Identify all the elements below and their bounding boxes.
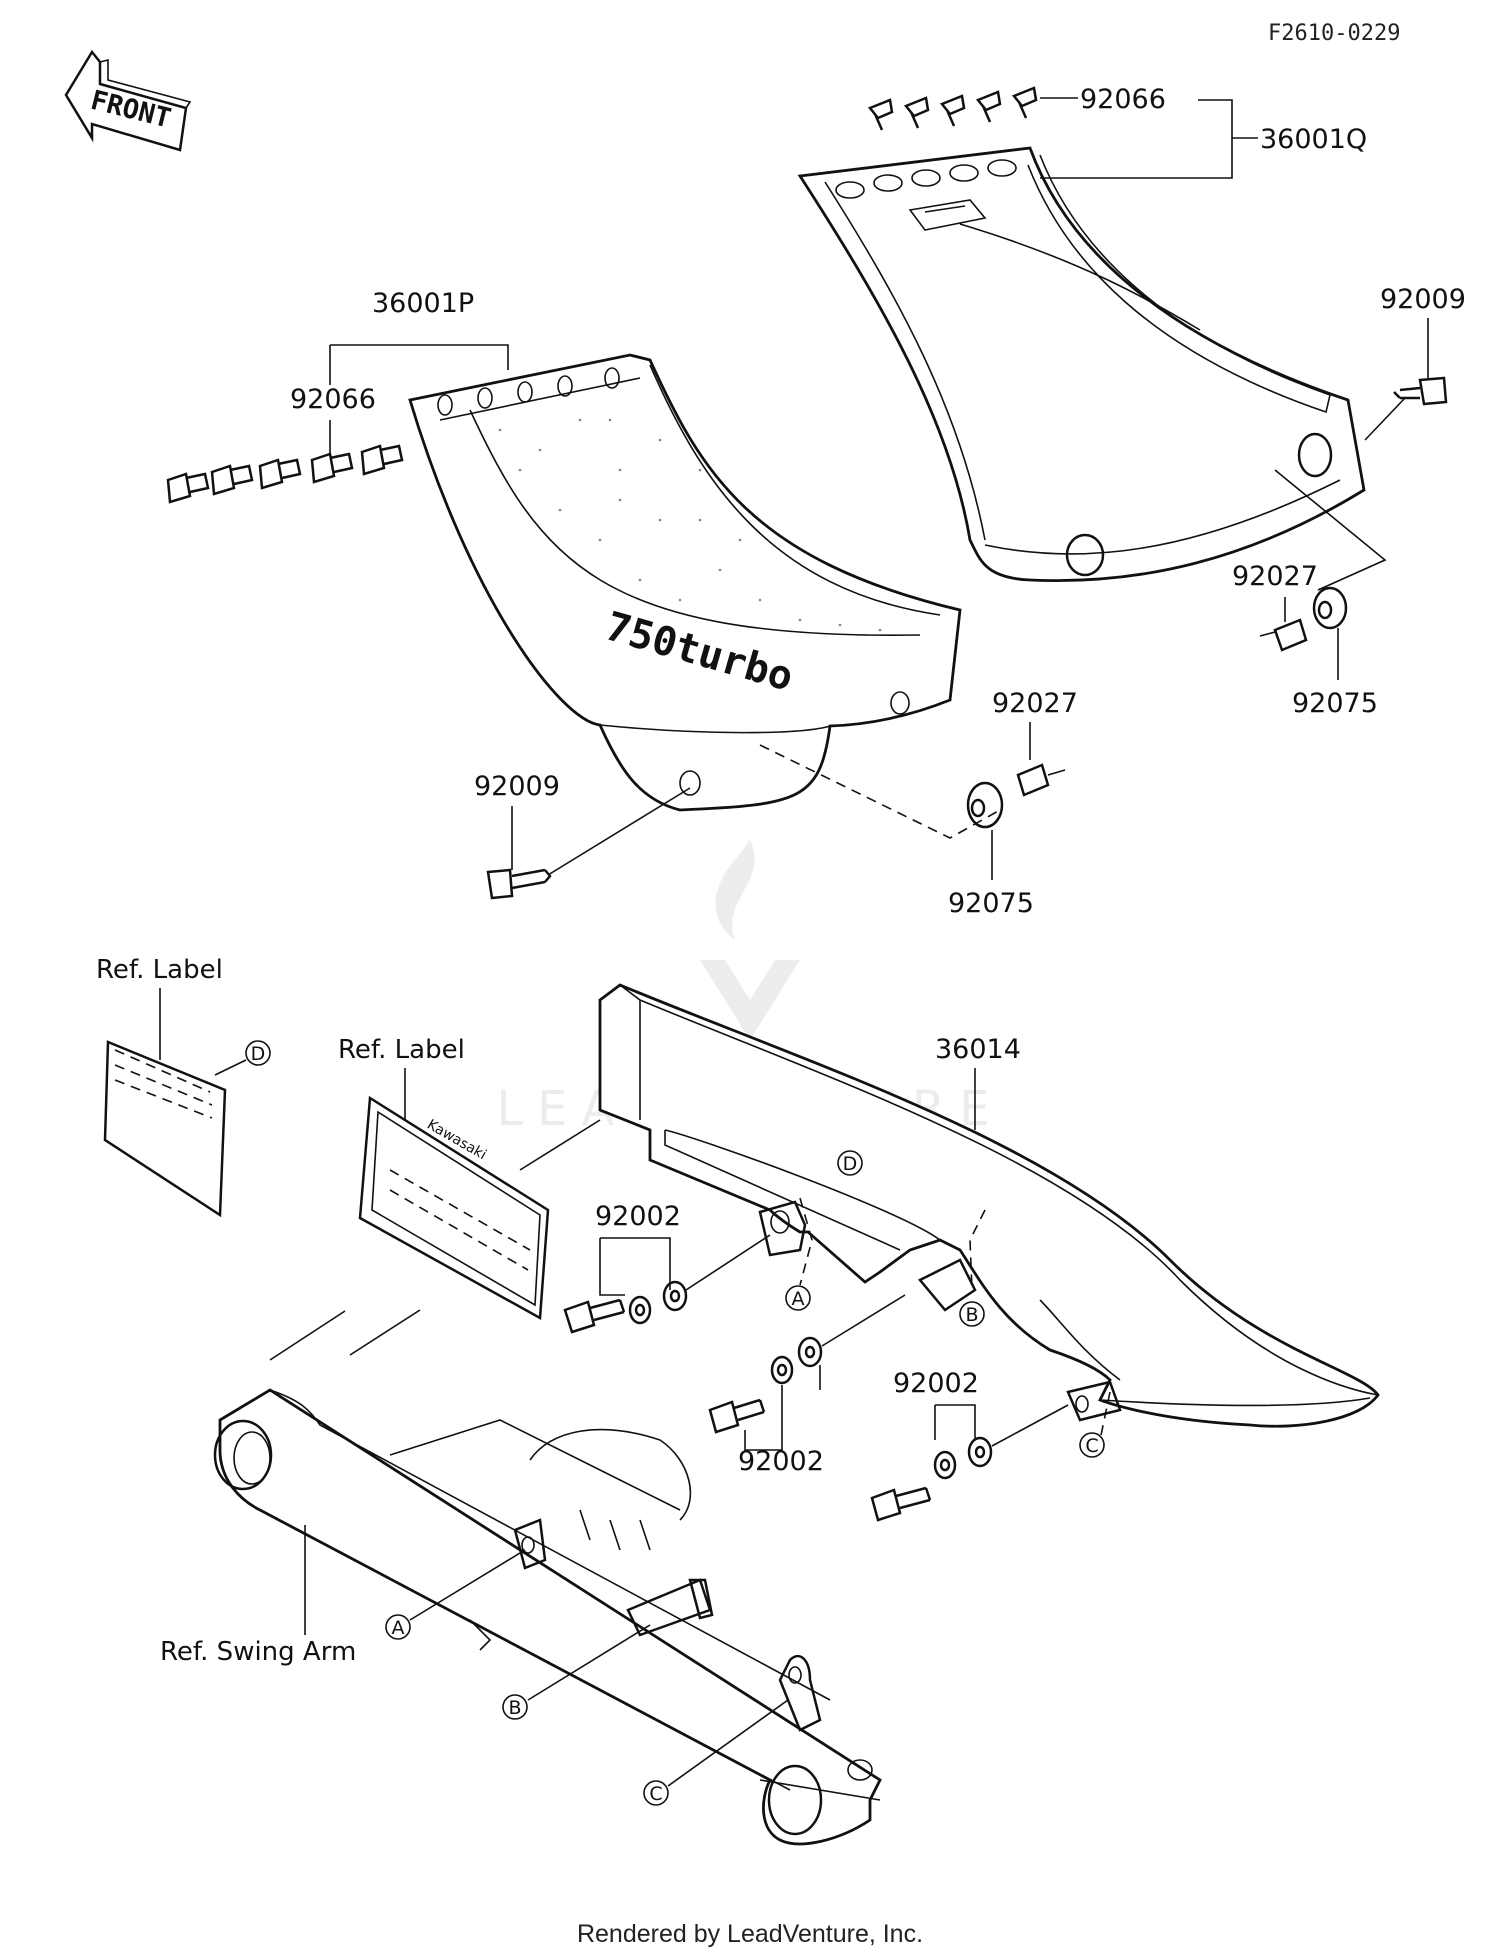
marker-A-text-2: A — [392, 1617, 405, 1639]
ref-swing-arm: Ref. Swing Arm — [160, 1637, 356, 1667]
marker-C-text-1: C — [1085, 1435, 1098, 1457]
label-36014: 36014 — [935, 1034, 1021, 1065]
label-92075-right: 92075 — [1292, 688, 1378, 719]
marker-C-arm: C — [643, 1780, 669, 1806]
footer-credit: Rendered by LeadVenture, Inc. — [577, 1920, 923, 1948]
label-92027-left: 92027 — [992, 688, 1078, 719]
ref-label-2: Ref. Label — [338, 1035, 465, 1065]
label-92009-left: 92009 — [474, 771, 560, 802]
spacer-left — [1016, 763, 1050, 797]
label-92009-right: 92009 — [1380, 284, 1466, 315]
front-arrow-icon: FRONT — [64, 49, 192, 152]
grommet-right — [1312, 586, 1348, 630]
label-36001P: 36001P — [372, 288, 474, 319]
grommet-left — [966, 781, 1004, 829]
label-92075-left: 92075 — [948, 888, 1034, 919]
diagram-code: F2610-0229 — [1268, 21, 1400, 46]
label-92002-c: 92002 — [893, 1368, 979, 1399]
label-36001Q: 36001Q — [1260, 124, 1367, 155]
marker-B-text-1: B — [965, 1304, 978, 1326]
chain-guard — [598, 983, 1380, 1428]
label-92002-a: 92002 — [595, 1201, 681, 1232]
fastener-group-b — [708, 1336, 823, 1434]
label-92002-b: 92002 — [738, 1446, 824, 1477]
marker-D-text-2: D — [843, 1153, 858, 1175]
marker-D-guard: D — [837, 1150, 863, 1176]
fastener-group-c — [870, 1436, 993, 1522]
clips-left — [166, 444, 404, 504]
marker-A-arm: A — [385, 1614, 411, 1640]
marker-A-text-1: A — [792, 1288, 805, 1310]
decal-text: Kawasaki — [424, 1117, 489, 1164]
marker-C-text-2: C — [649, 1783, 662, 1805]
side-cover-right — [797, 146, 1387, 591]
side-cover-left: 750turbo — [408, 353, 962, 812]
marker-D-label: D — [245, 1040, 271, 1066]
ref-label-1: Ref. Label — [96, 955, 223, 985]
fastener-group-a — [563, 1280, 688, 1334]
label-92027-right: 92027 — [1232, 561, 1318, 592]
label-92066-left: 92066 — [290, 384, 376, 415]
bolt-right — [1393, 376, 1448, 406]
clips-top — [867, 86, 1038, 131]
spacer-right — [1273, 618, 1308, 652]
label-sticker-1 — [103, 1040, 227, 1218]
label-92066-top: 92066 — [1080, 84, 1166, 115]
bolt-left — [486, 868, 552, 900]
marker-C-guard: C — [1079, 1432, 1105, 1458]
marker-D-text-1: D — [251, 1043, 266, 1065]
marker-B-guard: B — [959, 1301, 985, 1327]
marker-A-guard: A — [785, 1285, 811, 1311]
marker-B-text-2: B — [508, 1697, 521, 1719]
swing-arm — [213, 1388, 882, 1846]
cover-texture — [498, 418, 882, 632]
marker-B-arm: B — [502, 1694, 528, 1720]
